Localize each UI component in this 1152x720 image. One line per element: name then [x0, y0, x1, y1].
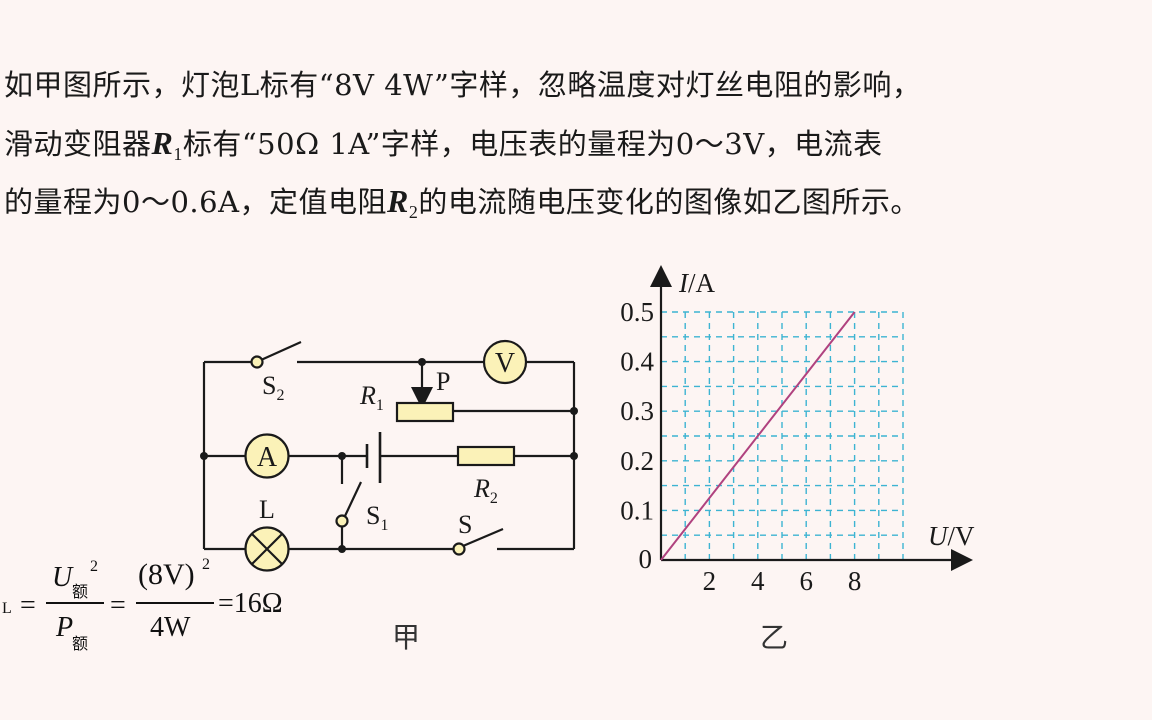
chart: 0.1 0.2 0.3 0.4 0.5 2 4 6 8 0 I/A U/V [620, 265, 975, 596]
formula-equals: = [110, 590, 126, 621]
y-axis-label: I/A [678, 268, 716, 298]
x-tick-label: 6 [799, 566, 813, 596]
formula-den1-var: P [56, 612, 74, 643]
rheostat-r1 [395, 401, 455, 423]
caption-circuit: 甲 [392, 621, 421, 654]
origin-label: 0 [639, 544, 653, 574]
x-axis-label: U/V [928, 521, 975, 551]
label-s: S [458, 510, 472, 539]
switch-s2-blade [260, 340, 302, 362]
y-tick-label: 0.2 [620, 446, 654, 476]
label-r2: R2 [473, 474, 498, 507]
problem-text: 滑动变阻器 [4, 127, 152, 161]
problem-line-1: 如甲图所示，灯泡L标有“8V 4W”字样，忽略温度对灯丝电阻的影响， [4, 56, 1152, 114]
circuit-diagram [202, 340, 576, 551]
fraction-bar [136, 602, 214, 604]
y-tick-labels: 0.1 0.2 0.3 0.4 0.5 [620, 297, 654, 525]
switch-s1-pivot [335, 514, 349, 528]
variable-subscript: 1 [173, 144, 183, 164]
junction-dot [338, 452, 346, 460]
caption-chart: 乙 [760, 621, 789, 654]
formula-num2-sup: 2 [202, 556, 210, 573]
x-tick-labels: 2 4 6 8 [703, 566, 862, 596]
fraction-bar [46, 602, 104, 604]
resistance-formula: L = U 额 2 P 额 = (8V) 2 4W =16Ω [0, 556, 320, 656]
junction-dot [418, 358, 426, 366]
y-tick-label: 0.4 [620, 347, 654, 377]
circuit-labels: S2 R1 P V A R2 L S1 S [257, 348, 515, 539]
switch-s-pivot [452, 542, 466, 556]
y-tick-label: 0.1 [620, 495, 654, 525]
problem-text: 标有“50Ω 1A”字样，电压表的量程为0～3V，电流表 [182, 127, 883, 161]
y-tick-label: 0.3 [620, 396, 654, 426]
formula-num2: (8V) [138, 558, 195, 591]
switch-s2-pivot [250, 355, 264, 369]
formula-den1-sub: 额 [72, 636, 89, 653]
circuit-components [244, 339, 528, 572]
variable-r: R [151, 125, 174, 161]
chart-series-line [660, 311, 856, 561]
junction-dot [338, 545, 346, 553]
label-s1: S1 [366, 501, 388, 534]
problem-text: 如甲图所示，灯泡L标有“8V 4W”字样，忽略温度对灯丝电阻的影响， [4, 68, 922, 102]
ammeter-label: A [257, 442, 278, 473]
problem-statement: 如甲图所示，灯泡L标有“8V 4W”字样，忽略温度对灯丝电阻的影响， 滑动变阻器… [4, 56, 1152, 230]
problem-line-2: 滑动变阻器R1标有“50Ω 1A”字样，电压表的量程为0～3V，电流表 [4, 114, 1152, 172]
variable-subscript: 2 [408, 202, 419, 222]
x-tick-label: 2 [703, 566, 717, 596]
switch-s1-blade [344, 481, 362, 517]
label-s2: S2 [262, 371, 284, 404]
formula-lhs-subscript: L [2, 600, 12, 617]
variable-r: R [387, 183, 409, 219]
lamp-cross [251, 533, 283, 565]
voltmeter-icon [482, 339, 528, 385]
junction-dot [200, 452, 208, 460]
switch-s-blade [462, 527, 504, 548]
problem-text: 的电流随电压变化的图像如乙图所示。 [418, 185, 920, 219]
ammeter-icon [244, 433, 290, 479]
voltmeter-label: V [495, 348, 515, 379]
formula-num1-sub: 额 [72, 584, 89, 601]
x-tick-label: 8 [848, 566, 862, 596]
formula-result: =16Ω [218, 588, 283, 619]
formula-num1-sup: 2 [90, 558, 98, 575]
problem-text: 的量程为0～0.6A，定值电阻 [4, 185, 388, 219]
x-tick-label: 4 [751, 566, 765, 596]
label-lamp: L [259, 495, 275, 524]
label-r1: R1 [359, 381, 384, 414]
chart-grid [661, 311, 904, 560]
formula-den2: 4W [150, 612, 191, 643]
junction-dot [570, 407, 578, 415]
formula-equals: = [20, 590, 36, 621]
label-p: P [436, 367, 450, 396]
formula-num1-var: U [52, 562, 73, 593]
junction-dots [200, 358, 578, 553]
problem-line-3: 的量程为0～0.6A，定值电阻R2的电流随电压变化的图像如乙图所示。 [4, 172, 1152, 230]
junction-dot [570, 452, 578, 460]
resistor-r2 [456, 445, 516, 467]
y-tick-label: 0.5 [620, 297, 654, 327]
